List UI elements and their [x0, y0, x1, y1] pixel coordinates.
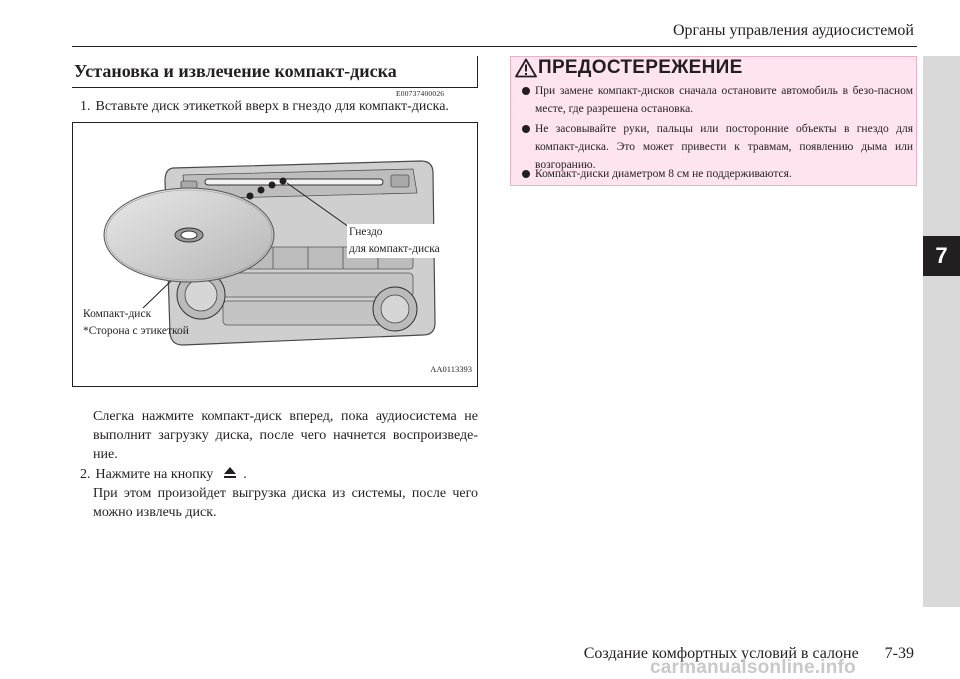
warning-triangle-icon [515, 58, 537, 78]
bullet-icon [522, 170, 530, 178]
cd-label-line1: Компакт-диск [83, 308, 152, 320]
chapter-tab-number: 7 [923, 236, 960, 276]
footer-section-title: Создание комфортных условий в салоне [583, 645, 859, 662]
warning-title: ПРЕДОСТЕРЕЖЕНИЕ [538, 57, 743, 78]
running-header-title: Органы управления аудиосистемой [672, 22, 914, 39]
step-1-text: Вставьте диск этикеткой вверх в гнездо д… [95, 99, 449, 114]
figure-code: AA0113393 [430, 364, 472, 374]
step-1-paragraph: Слегка нажмите компакт-диск вперед, пока… [93, 409, 478, 462]
bullet-icon [522, 87, 530, 95]
section-code: E00737400026 [396, 89, 445, 98]
cd-label: Компакт-диск *Сторона с этикеткой [83, 306, 189, 340]
header-rule [72, 46, 917, 47]
warning-item-text: Компакт-диски диаметром 8 см не поддержи… [535, 168, 792, 180]
page-number: 7-39 [884, 645, 914, 662]
cd-label-line2: *Сторона с этикеткой [83, 325, 189, 337]
section-heading-box: Установка и извлечение компакт-диска [72, 56, 478, 88]
warning-item: Компакт-диски диаметром 8 см не поддержи… [522, 165, 913, 183]
slot-label: Гнездо для компакт-диска [347, 224, 443, 258]
step-2-text-after: . [243, 467, 247, 482]
step-2: 2. Нажмите на кнопку . [80, 465, 247, 484]
step-2-paragraph: При этом произойдет выгрузка диска из си… [93, 486, 478, 520]
warning-item-text: Не засовывайте руки, пальцы или посторон… [535, 123, 913, 171]
figure-drawing [103, 160, 436, 346]
step-1-number: 1. [80, 99, 91, 114]
warning-item-text: При замене компакт-дисков сначала остано… [535, 85, 913, 115]
figure-cd-insertion: Гнездо для компакт-диска Компакт-диск *С… [72, 122, 478, 387]
chapter-tab-bar [923, 56, 960, 607]
step-1: 1. Вставьте диск этикеткой вверх в гнезд… [80, 97, 449, 116]
warning-item: При замене компакт-дисков сначала остано… [522, 82, 913, 118]
page-footer: Создание комфортных условий в салоне 7-39 [584, 645, 914, 663]
slot-label-line1: Гнездо [349, 226, 383, 238]
step-2-text-before: Нажмите на кнопку [95, 467, 214, 482]
eject-icon [223, 467, 237, 479]
step-2-number: 2. [80, 467, 91, 482]
watermark: carmanualsonline.info [650, 657, 856, 678]
warning-header: ПРЕДОСТЕРЕЖЕНИЕ [511, 57, 916, 79]
warning-box: ПРЕДОСТЕРЕЖЕНИЕ При замене компакт-диско… [510, 56, 917, 186]
warning-item: Не засовывайте руки, пальцы или посторон… [522, 120, 913, 174]
compact-disc-drawing [103, 187, 275, 283]
bullet-icon [522, 125, 530, 133]
slot-label-line2: для компакт-диска [349, 243, 440, 255]
section-heading: Установка и извлечение компакт-диска [74, 61, 397, 81]
